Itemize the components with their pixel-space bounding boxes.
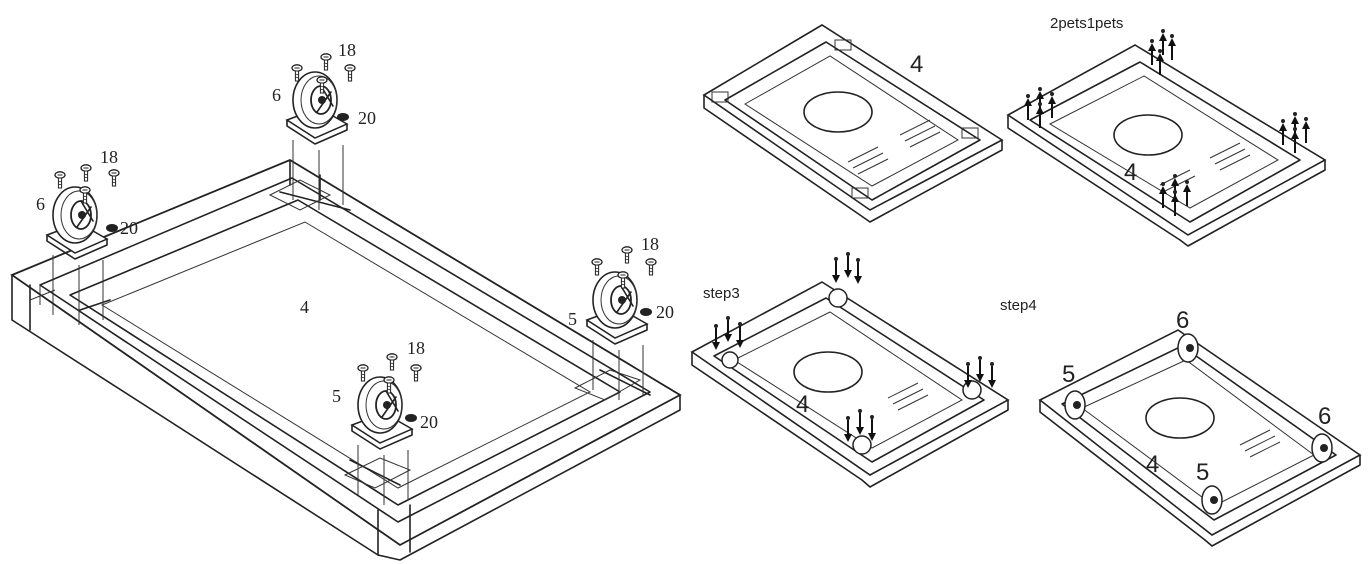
rear-right-washer-label: 20 xyxy=(358,108,376,128)
front-left-caster-label: 5 xyxy=(332,386,341,406)
step4-view: step4 4 5 6 6 5 xyxy=(1000,297,1362,547)
step4-caster-label: 6 xyxy=(1318,403,1331,430)
rear-right-screw-label: 18 xyxy=(338,40,356,60)
step4-caption: step4 xyxy=(1000,297,1037,314)
rear-right-caster-assembly xyxy=(286,71,348,210)
rear-right-caster-label: 6 xyxy=(272,85,281,105)
front-right-caster-assembly xyxy=(586,271,648,400)
step4-caster-label: 5 xyxy=(1062,361,1075,388)
step4-caster-label: 6 xyxy=(1176,307,1189,334)
step2-base-label: 4 xyxy=(1124,159,1137,186)
front-right-screw-label: 18 xyxy=(641,234,659,254)
front-left-screw-label: 18 xyxy=(407,338,425,358)
step3-view: step3 4 xyxy=(690,251,1010,488)
step4-base-label: 4 xyxy=(1146,451,1159,478)
rear-left-washer-label: 20 xyxy=(120,218,138,238)
rear-left-screw-label: 18 xyxy=(100,147,118,167)
step1-base-label: 4 xyxy=(910,51,923,78)
front-left-caster-assembly xyxy=(351,376,413,505)
front-right-washer-label: 20 xyxy=(656,302,674,322)
step2-caption: 2pets1pets xyxy=(1050,15,1123,32)
main-base-label: 4 xyxy=(300,297,309,317)
main-exploded-view: 4 6 18 20 6 18 20 xyxy=(10,40,682,561)
step3-caption: step3 xyxy=(703,285,740,302)
rear-left-caster-assembly xyxy=(46,186,108,325)
step4-caster-front-right xyxy=(1311,433,1333,463)
step4-caster-label: 5 xyxy=(1196,459,1209,486)
step2-view: 2pets1pets 4 xyxy=(1006,15,1327,247)
front-right-caster-label: 5 xyxy=(568,309,577,329)
step4-caster-rear-left xyxy=(1064,390,1086,420)
step3-base-label: 4 xyxy=(796,391,809,418)
step1-view: 4 xyxy=(702,24,1004,223)
step4-caster-rear-right xyxy=(1177,333,1199,363)
rear-left-caster-label: 6 xyxy=(36,194,45,214)
step4-caster-front-left xyxy=(1201,485,1223,515)
front-left-washer-label: 20 xyxy=(420,412,438,432)
